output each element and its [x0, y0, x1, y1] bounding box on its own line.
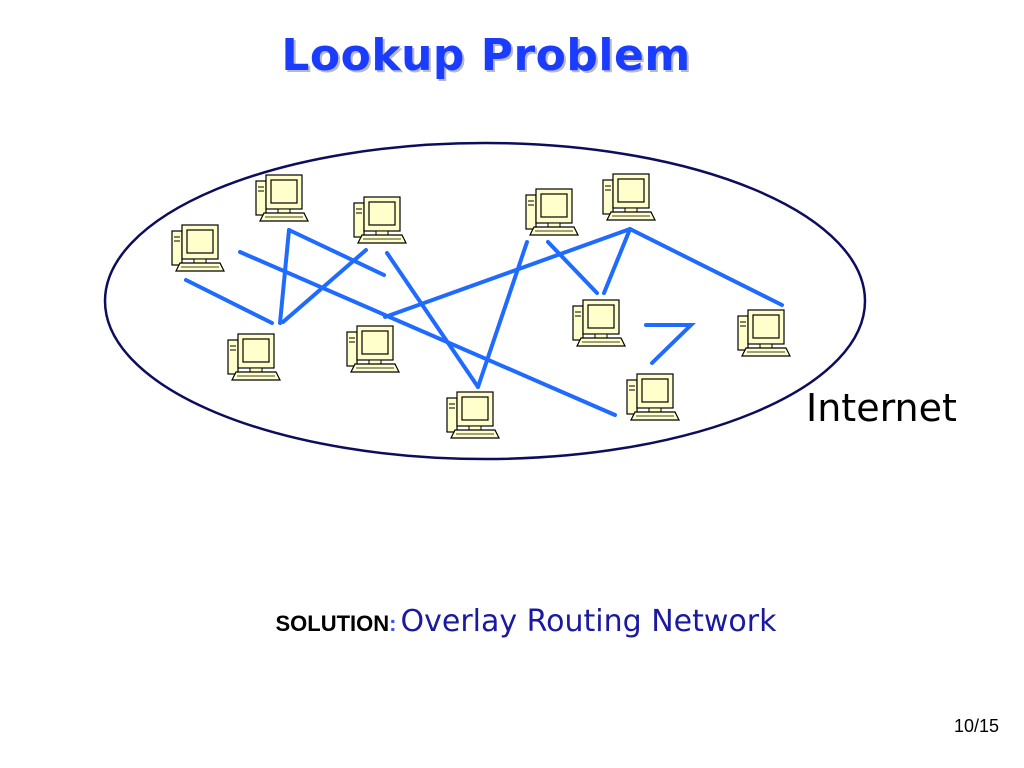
desktop-computer-icon [525, 188, 579, 236]
overlay-link [281, 248, 368, 324]
overlay-link [546, 240, 599, 295]
overlay-link [602, 227, 632, 295]
internet-label: Internet [806, 386, 957, 430]
overlay-link [628, 227, 784, 307]
desktop-computer-icon [572, 299, 626, 347]
overlay-link [383, 227, 632, 319]
desktop-computer-icon [602, 173, 656, 221]
solution-label: SOLUTION [275, 611, 390, 636]
desktop-computer-icon [171, 224, 225, 272]
overlay-link [238, 250, 617, 417]
internet-boundary [103, 141, 867, 461]
solution-text: Overlay Routing Network [400, 604, 777, 639]
desktop-computer-icon [737, 309, 791, 357]
page-number: 10/15 [954, 716, 1000, 736]
desktop-computer-icon [353, 196, 407, 244]
desktop-computer-icon [227, 333, 281, 381]
desktop-computer-icon [446, 391, 500, 439]
overlay-link [476, 240, 529, 389]
solution-line: SOLUTION: Overlay Routing Network [0, 604, 1024, 639]
overlay-link [184, 278, 274, 325]
slide-title: Lookup Problem [281, 30, 691, 81]
desktop-computer-icon [255, 174, 309, 222]
overlay-link [385, 251, 480, 389]
overlay-link [287, 228, 386, 277]
solution-colon: : [389, 611, 397, 636]
network-nodes [171, 173, 791, 439]
desktop-computer-icon [346, 325, 400, 373]
overlay-links [184, 227, 784, 417]
overlay-link [278, 228, 291, 325]
overlay-link [644, 323, 696, 365]
desktop-computer-icon [626, 373, 680, 421]
